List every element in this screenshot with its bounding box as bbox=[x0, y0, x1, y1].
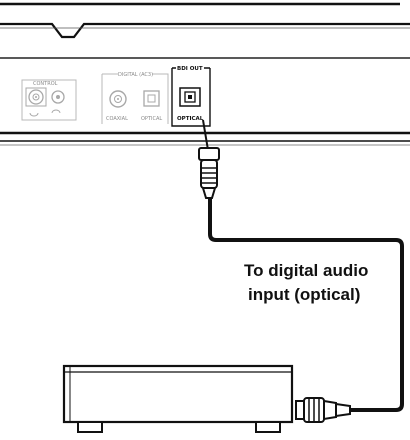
optical-label-digital: OPTICAL bbox=[141, 116, 162, 122]
control-group: CONTROL bbox=[21, 79, 77, 121]
optical-jack-digital bbox=[143, 90, 160, 107]
upper-device-edge bbox=[0, 2, 410, 39]
optical-plug-upper bbox=[198, 147, 220, 199]
coaxial-jack bbox=[109, 90, 127, 108]
digital-label: DIGITAL (AC3) bbox=[118, 72, 153, 78]
optical-plug-lower bbox=[295, 397, 351, 423]
control-in-icon bbox=[29, 112, 39, 117]
optical-out-label: OPTICAL bbox=[177, 116, 204, 122]
optical-cable bbox=[202, 119, 404, 412]
caption-line-2: input (optical) bbox=[248, 285, 360, 304]
bdi-out-group: BDI OUT OPTICAL bbox=[171, 66, 211, 127]
control-jack-2 bbox=[51, 90, 65, 104]
bdi-out-label: BDI OUT bbox=[177, 66, 203, 72]
control-jack-1 bbox=[28, 89, 44, 105]
digital-group: DIGITAL (AC3) COAXIAL OPTICAL bbox=[101, 72, 169, 124]
audio-receiver bbox=[62, 364, 294, 433]
caption-line-1: To digital audio bbox=[244, 261, 368, 280]
coaxial-label: COAXIAL bbox=[106, 116, 128, 122]
control-out-icon bbox=[51, 109, 61, 114]
control-label: CONTROL bbox=[33, 81, 58, 87]
